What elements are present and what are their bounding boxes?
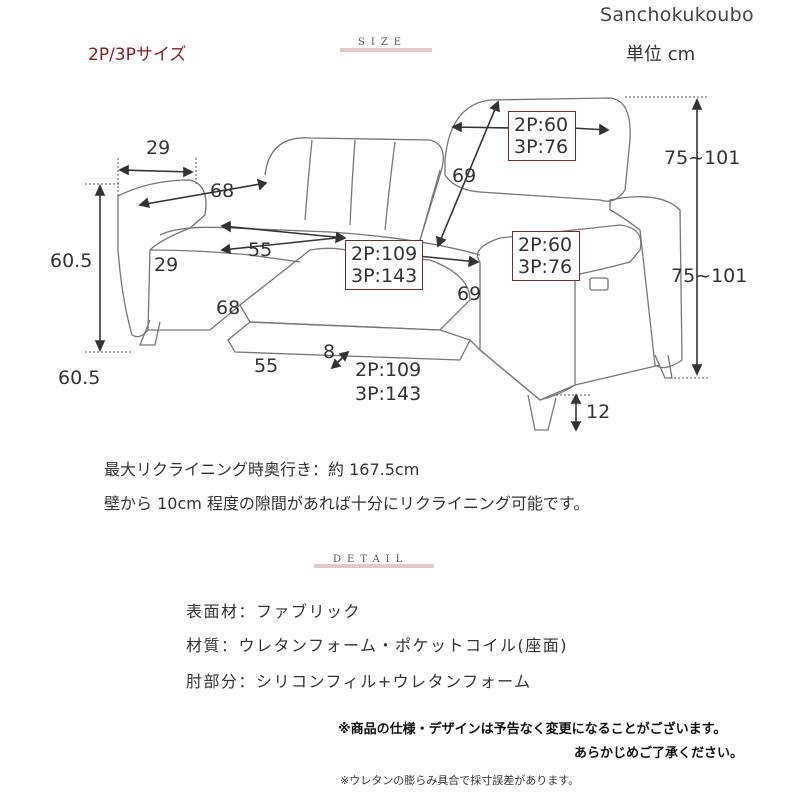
box-arm-width-3p: 3P:76 <box>518 256 573 278</box>
dim-recline-depth: 68 <box>216 297 241 319</box>
detail-heading-underline <box>314 564 434 568</box>
unit-label: 単位 cm <box>626 44 696 65</box>
dim-backrest-diagonal: 69 <box>452 165 477 187</box>
dim-height-left: 60.5 <box>50 250 93 272</box>
footnote-measurement: ※ウレタンの膨らみ具合で採寸誤差があります。 <box>340 774 580 787</box>
bottom-width-label: 2P:109 3P:143 <box>355 358 421 406</box>
size-heading: SIZE <box>358 37 408 48</box>
dim-armrest-width: 29 <box>146 137 171 159</box>
bottom-width-2p: 2P:109 <box>355 359 422 381</box>
dim-side-height: 75~101 <box>671 265 748 287</box>
dim-back-height: 75~101 <box>664 147 741 169</box>
disclaimer-spec-change: ※商品の仕様・デザインは予告なく変更になることがございます。 <box>338 722 727 737</box>
box-seat-width-2p: 2P:109 <box>351 243 418 265</box>
dim-armrest-depth: 68 <box>210 180 235 202</box>
box-arm-width-2p: 2P:60 <box>518 234 573 256</box>
note-wall-clearance: 壁から 10cm 程度の隙間があれば十分にリクライニング可能です。 <box>104 494 590 513</box>
sofa-diagram <box>85 96 708 432</box>
dim-side-depth: 69 <box>457 283 482 305</box>
dim-footrest-offset: 8 <box>323 341 336 363</box>
dim-leg-height: 12 <box>586 401 611 423</box>
detail-surface-material: 表面材：ファブリック <box>186 602 362 621</box>
dim-height-left-bottom: 60.5 <box>58 367 101 389</box>
bottom-width-3p: 3P:143 <box>355 383 422 405</box>
detail-heading: DETAIL <box>333 554 409 565</box>
variant-label: 2P/3Pサイズ <box>88 45 187 65</box>
disclaimer-acknowledge: あらかじめご了承ください。 <box>574 746 744 761</box>
box-back-width-3p: 3P:76 <box>514 136 569 158</box>
dim-seat-depth: 55 <box>248 239 273 261</box>
box-back-width-2p: 2P:60 <box>514 114 569 136</box>
size-heading-underline <box>340 48 432 52</box>
box-back-width: 2P:60 3P:76 <box>508 111 576 161</box>
brand-logo-text: Sanchokukoubo <box>600 4 754 26</box>
detail-armrest: 肘部分：シリコンフィル+ウレタンフォーム <box>186 672 532 691</box>
note-max-recline: 最大リクライニング時奥行き：約 167.5cm <box>104 460 420 479</box>
box-arm-width: 2P:60 3P:76 <box>512 231 580 281</box>
dim-footrest-depth: 55 <box>254 355 279 377</box>
box-seat-width: 2P:109 3P:143 <box>345 240 423 290</box>
dim-seat-height-arm: 29 <box>154 254 179 276</box>
detail-material: 材質：ウレタンフォーム・ポケットコイル(座面) <box>186 636 569 655</box>
box-seat-width-3p: 3P:143 <box>351 265 418 287</box>
